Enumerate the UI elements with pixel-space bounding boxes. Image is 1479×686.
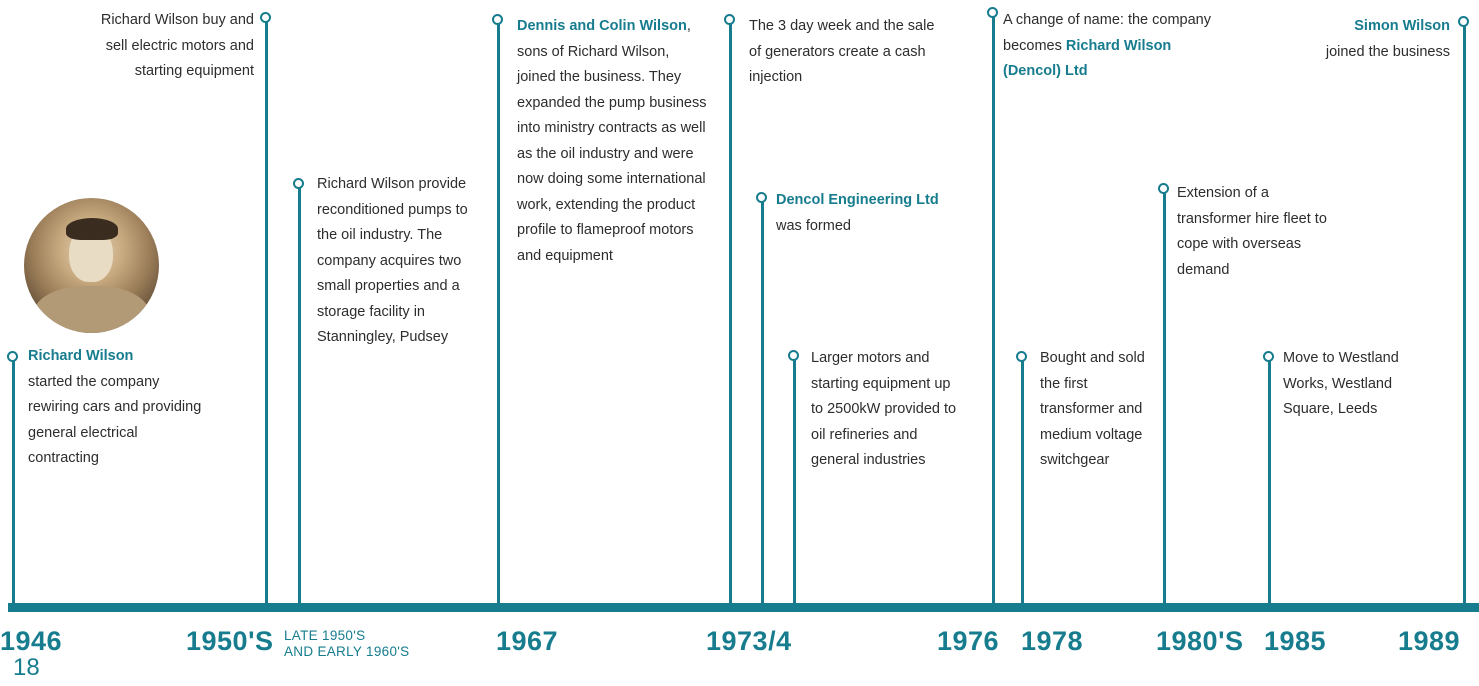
portrait-photo [24, 198, 159, 333]
marker-1973-b [756, 192, 767, 203]
year-1976: 1976 [937, 626, 1000, 656]
event-late-1950s-text: Richard Wilson provide reconditioned pum… [317, 176, 468, 345]
marker-late-1950s [293, 178, 304, 189]
event-1985-text: Move to Westland Works, Westland Square,… [1283, 350, 1399, 417]
year-1950s: 1950'S [186, 626, 274, 656]
event-1946-highlight: Richard Wilson [28, 348, 134, 364]
year-late-1950s: LATE 1950'S AND EARLY 1960'S [284, 628, 409, 660]
stem-1985 [1268, 359, 1271, 605]
marker-1967 [492, 14, 503, 25]
stem-1976 [992, 15, 995, 605]
event-1980s: Extension of a transformer hire fleet to… [1177, 181, 1327, 283]
stem-late-1950s [298, 186, 301, 605]
event-1950s-text: Richard Wilson buy and sell electric mot… [100, 12, 254, 79]
event-1989: Simon Wilson joined the business [1300, 14, 1450, 65]
stem-1973-c [793, 358, 796, 605]
event-1967-highlight: Dennis and Colin Wilson [517, 18, 687, 34]
year-1978: 1978 [1021, 626, 1084, 656]
page-number: 18 [13, 654, 40, 681]
marker-1989 [1458, 16, 1469, 27]
event-1980s-text: Extension of a transformer hire fleet to… [1177, 185, 1327, 278]
stem-1950s [265, 20, 268, 605]
marker-1976 [987, 7, 998, 18]
marker-1973-a [724, 14, 735, 25]
event-1946: Richard Wilson started the company rewir… [28, 344, 208, 472]
year-1985: 1985 [1264, 626, 1327, 656]
event-1973-b-text: was formed [776, 217, 851, 234]
event-1950s: Richard Wilson buy and sell electric mot… [76, 8, 254, 85]
year-1980s: 1980'S [1156, 626, 1244, 656]
event-1989-highlight: Simon Wilson [1354, 18, 1450, 34]
event-1978-text: Bought and sold the first transformer an… [1040, 350, 1145, 468]
event-1973-c: Larger motors and starting equipment up … [811, 346, 961, 474]
year-1946: 1946 [0, 626, 63, 656]
photo-body [34, 286, 149, 333]
event-1973-c-text: Larger motors and starting equipment up … [811, 350, 957, 468]
marker-1980s [1158, 183, 1169, 194]
stem-1989 [1463, 24, 1466, 605]
event-1973-a: The 3 day week and the sale of generator… [749, 14, 949, 91]
year-1973: 1973/4 [706, 626, 792, 656]
stem-1967 [497, 22, 500, 605]
event-late-1950s: Richard Wilson provide reconditioned pum… [317, 172, 487, 351]
event-1985: Move to Westland Works, Westland Square,… [1283, 346, 1433, 423]
event-1967: Dennis and Colin Wilson, sons of Richard… [517, 14, 707, 269]
stem-1980s [1163, 191, 1166, 605]
marker-1978 [1016, 351, 1027, 362]
event-1967-text: , sons of Richard Wilson, joined the bus… [517, 18, 707, 264]
year-late-1950s-line2: AND EARLY 1960'S [284, 644, 410, 659]
marker-1985 [1263, 351, 1274, 362]
timeline-axis [8, 603, 1479, 612]
event-1978: Bought and sold the first transformer an… [1040, 346, 1150, 474]
event-1976: A change of name: the company becomes Ri… [1003, 8, 1218, 85]
stem-1978 [1021, 359, 1024, 605]
marker-1973-c [788, 350, 799, 361]
event-1973-b-highlight: Dencol Engineering Ltd [776, 192, 939, 208]
stem-1973-b [761, 200, 764, 605]
photo-hair [66, 218, 118, 240]
marker-1950s [260, 12, 271, 23]
year-late-1950s-line1: LATE 1950'S [284, 628, 366, 643]
stem-1946 [12, 359, 15, 605]
event-1946-text: started the company rewiring cars and pr… [28, 373, 202, 467]
marker-1946 [7, 351, 18, 362]
event-1976-highlight: Richard Wilson (Dencol) Ltd [1003, 37, 1172, 80]
stem-1973-a [729, 22, 732, 605]
event-1976-text: A change of name: the company becomes [1003, 12, 1211, 54]
year-1967: 1967 [496, 626, 559, 656]
event-1973-b: Dencol Engineering Ltd was formed [776, 188, 986, 239]
event-1989-text: joined the business [1325, 43, 1450, 60]
event-1973-a-text: The 3 day week and the sale of generator… [749, 18, 935, 85]
year-1989: 1989 [1398, 626, 1461, 656]
